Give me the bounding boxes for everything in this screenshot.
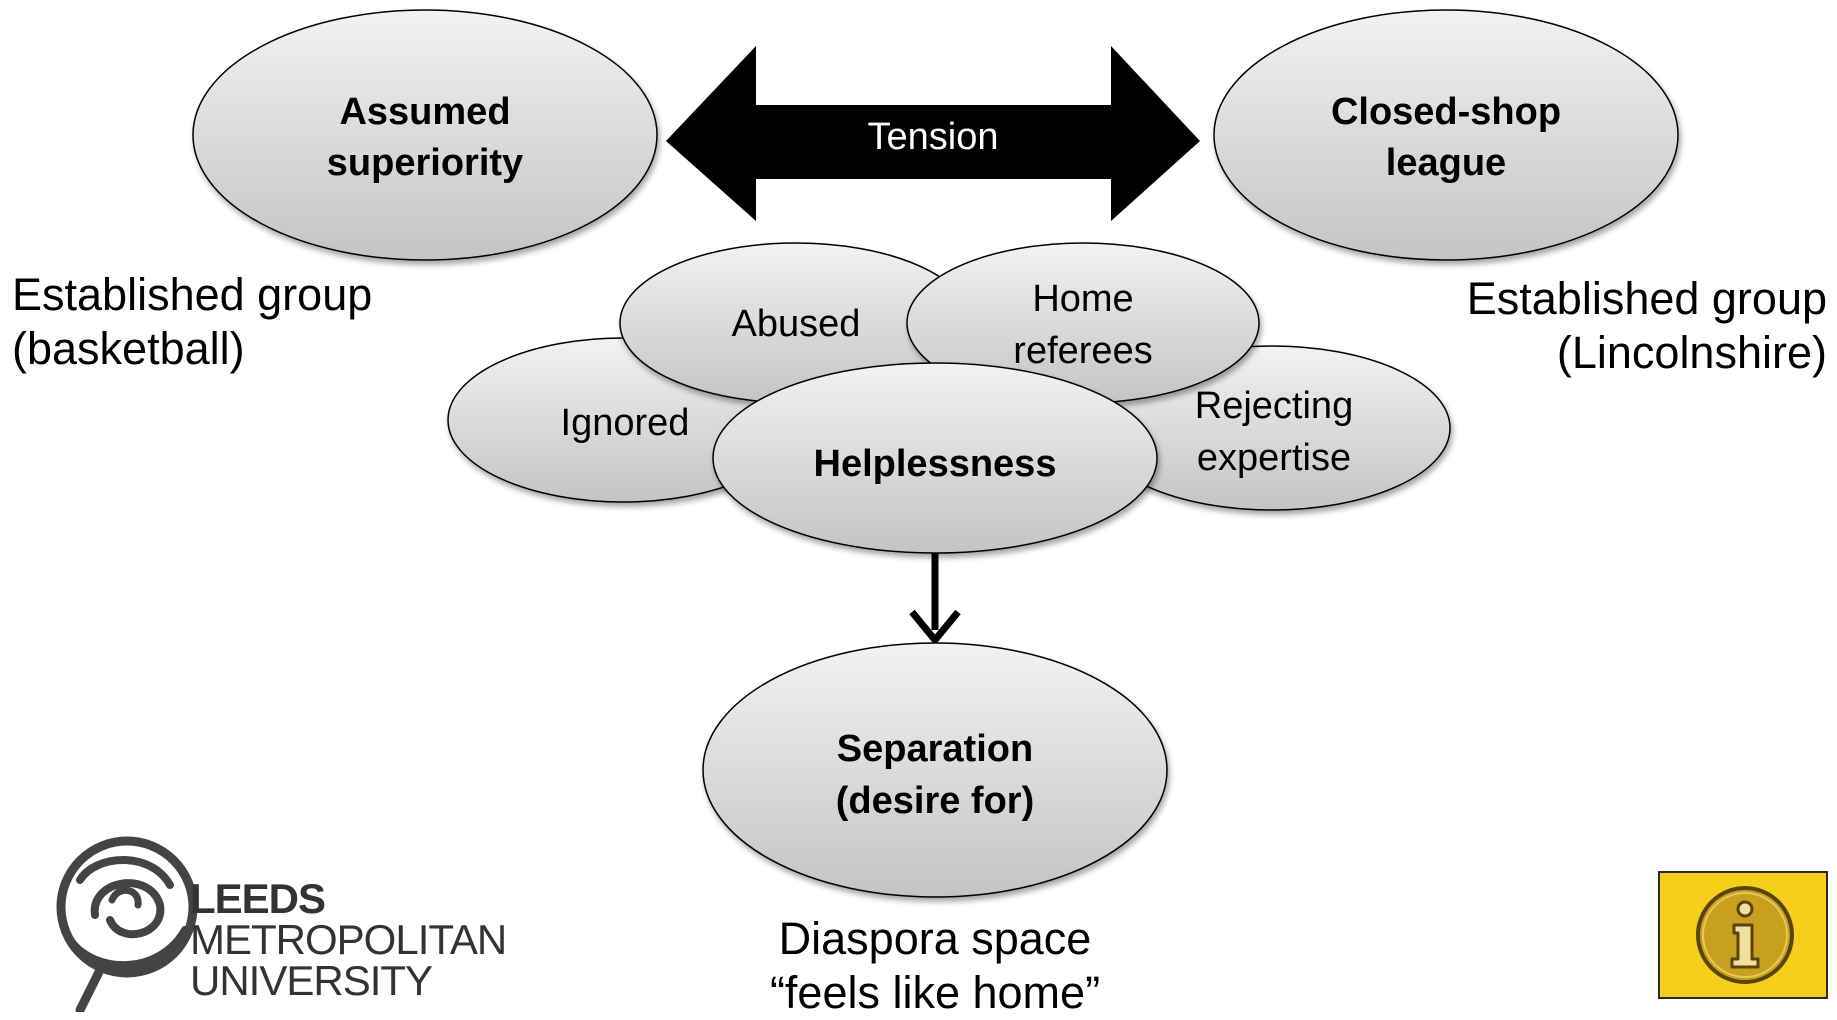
- tension-double-arrow: [666, 46, 1200, 221]
- closed-shop-line2: league: [1386, 142, 1506, 184]
- assumed-superiority-node: Assumed superiority: [192, 9, 658, 261]
- rejecting-expertise-line2: expertise: [1197, 437, 1351, 479]
- left-caption-line1: Established group: [12, 269, 373, 320]
- university-logo-text: LEEDS METROPOLITAN UNIVERSITY: [190, 875, 507, 1004]
- logo-line3: UNIVERSITY: [190, 957, 433, 1004]
- home-referees-line1: Home: [1032, 278, 1133, 320]
- home-referees-line2: referees: [1013, 330, 1152, 372]
- closed-shop-league-node: Closed-shop league: [1213, 9, 1679, 261]
- home-referees-node: Home referees: [906, 242, 1260, 404]
- rejecting-expertise-node: Rejecting expertise: [1093, 345, 1451, 511]
- bottom-caption-line2: “feels like home”: [769, 967, 1101, 1018]
- left-caption: Established group (basketball): [12, 268, 372, 376]
- bottom-caption: Diaspora space “feels like home”: [735, 912, 1135, 1020]
- left-caption-line2: (basketball): [12, 323, 245, 374]
- helplessness-node: Helplessness: [712, 362, 1158, 554]
- abused-node: Abused: [619, 242, 973, 404]
- separation-line2: (desire for): [836, 780, 1034, 822]
- right-caption-line2: (Lincolnshire): [1556, 327, 1827, 378]
- ignored-label: Ignored: [561, 402, 690, 444]
- logo-line2: METROPOLITAN: [190, 916, 507, 963]
- info-icon: [1696, 886, 1794, 984]
- right-caption-line1: Established group: [1466, 273, 1827, 324]
- logo-line1: LEEDS: [190, 875, 326, 922]
- rejecting-expertise-line1: Rejecting: [1195, 385, 1353, 427]
- helplessness-label: Helplessness: [814, 443, 1057, 485]
- info-button[interactable]: [1658, 871, 1828, 999]
- right-caption: Established group (Lincolnshire): [1467, 272, 1827, 380]
- tension-label: Tension: [868, 116, 999, 158]
- abused-label: Abused: [732, 303, 861, 345]
- separation-line1: Separation: [837, 728, 1033, 770]
- assumed-superiority-line2: superiority: [327, 142, 523, 184]
- separation-node: Separation (desire for): [702, 642, 1168, 898]
- assumed-superiority-line1: Assumed: [339, 91, 510, 133]
- down-arrow: [909, 553, 961, 646]
- rose-logo-icon: [56, 836, 198, 1012]
- bottom-caption-line1: Diaspora space: [778, 913, 1092, 964]
- closed-shop-line1: Closed-shop: [1331, 91, 1561, 133]
